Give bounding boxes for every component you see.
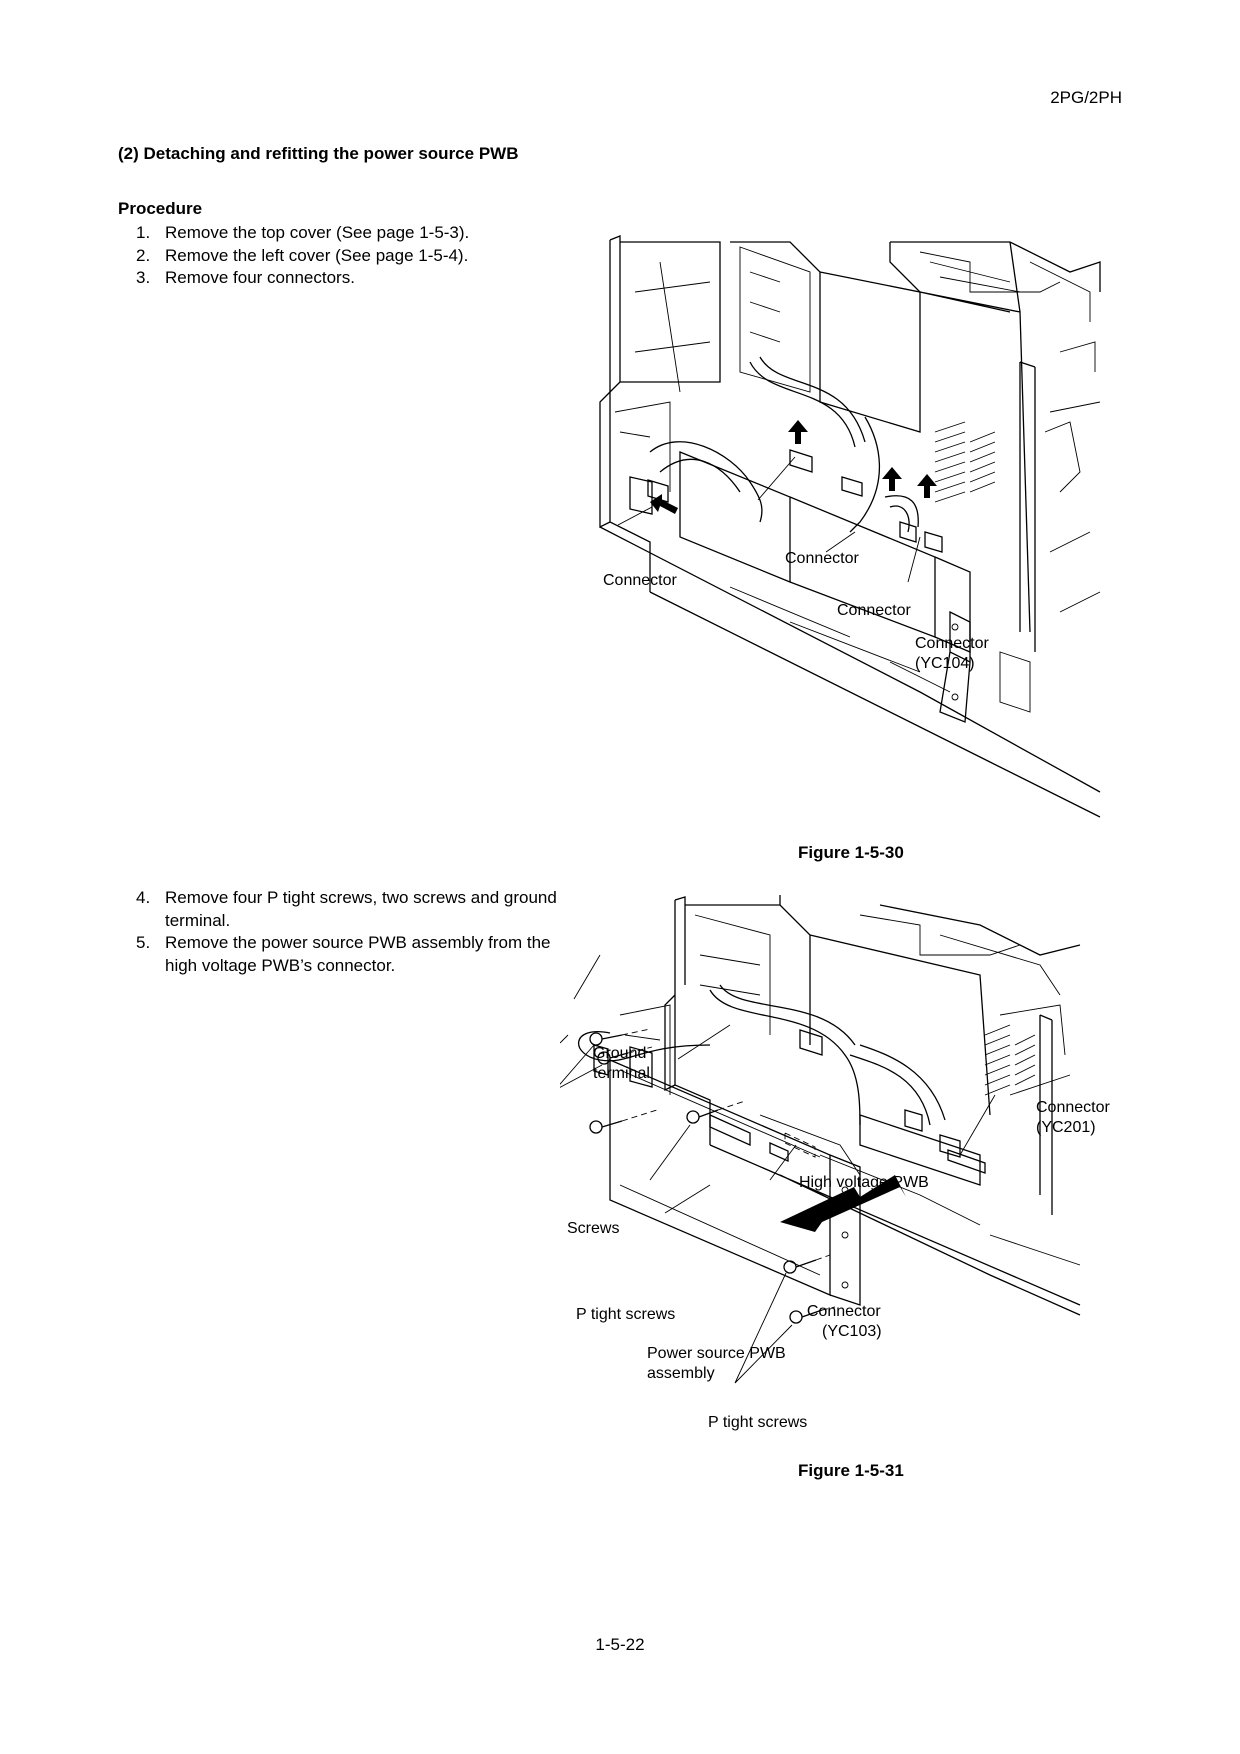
leader-line bbox=[734, 1272, 793, 1384]
step-number: 3. bbox=[136, 268, 151, 287]
connector-yc103-label-line: (YC103) bbox=[822, 1323, 882, 1340]
leader-line bbox=[649, 1124, 691, 1181]
step-text: Remove the top cover (See page 1-5-3). bbox=[165, 223, 470, 242]
connector-yc104-label-line: Connector bbox=[915, 635, 989, 652]
procedure-steps-list-1: 1. Remove the top cover (See page 1-5-3).… bbox=[118, 222, 469, 290]
leader-line bbox=[757, 456, 796, 501]
ground-terminal-label-line: terminal bbox=[593, 1065, 650, 1082]
procedure-step: 3. Remove four connectors. bbox=[118, 267, 469, 290]
power-source-pwb-assembly-label-line: Power source PWB bbox=[647, 1345, 786, 1362]
page-number: 1-5-22 bbox=[595, 1635, 645, 1654]
leader-line bbox=[769, 1144, 797, 1181]
leader-line bbox=[959, 1094, 996, 1156]
p-tight-screws-label: P tight screws bbox=[708, 1414, 808, 1431]
ground-terminal-label: Ground terminal bbox=[593, 1044, 650, 1084]
figure-1-5-30-illustration bbox=[599, 235, 1101, 818]
connector-yc201-label-line: Connector bbox=[1036, 1099, 1110, 1116]
procedure-step: 5. Remove the power source PWB assembly f… bbox=[118, 932, 558, 977]
ground-terminal-label-line: Ground bbox=[593, 1045, 647, 1062]
connector-yc103-label-line: Connector bbox=[806, 1303, 881, 1320]
connector-yc104-label: Connector (YC104) bbox=[915, 634, 989, 674]
connector-label: Connector bbox=[603, 572, 677, 589]
power-source-pwb-assembly-label: Power source PWB assembly bbox=[647, 1344, 786, 1384]
step-number: 5. bbox=[136, 933, 151, 952]
step-text: Remove four P tight screws, two screws a… bbox=[165, 888, 557, 930]
step-text: Remove four connectors. bbox=[165, 268, 355, 287]
leader-line bbox=[907, 536, 921, 583]
leader-line bbox=[560, 1044, 603, 1088]
figure-1-5-31-illustration bbox=[560, 895, 1081, 1384]
procedure-heading: Procedure bbox=[118, 199, 203, 218]
step-number: 2. bbox=[136, 245, 151, 265]
high-voltage-pwb-label: High voltage PWB bbox=[799, 1174, 929, 1191]
connector-yc103-label: Connector (YC103) bbox=[806, 1302, 882, 1342]
leader-line bbox=[677, 1024, 731, 1060]
procedure-step: 4. Remove four P tight screws, two screws… bbox=[118, 887, 558, 932]
leader-line bbox=[664, 1184, 711, 1214]
procedure-step: 2. Remove the left cover (See page 1-5-4)… bbox=[118, 245, 469, 268]
screws-label: Screws bbox=[567, 1220, 620, 1237]
screw-drawings bbox=[589, 1032, 823, 1324]
figure-caption: Figure 1-5-31 bbox=[798, 1461, 904, 1480]
procedure-step: 1. Remove the top cover (See page 1-5-3). bbox=[118, 222, 469, 245]
connector-yc104-label-line: (YC104) bbox=[915, 655, 975, 672]
connector-label: Connector bbox=[785, 550, 859, 567]
printer-frame-drawing bbox=[577, 895, 1081, 1324]
connector-label: Connector bbox=[837, 602, 911, 619]
document-model-code: 2PG/2PH bbox=[1050, 88, 1122, 107]
printer-frame-drawing bbox=[599, 235, 1101, 818]
power-source-pwb-assembly-label-line: assembly bbox=[647, 1365, 715, 1382]
step-number: 4. bbox=[136, 888, 151, 907]
connector-yc201-label-line: (YC201) bbox=[1036, 1119, 1096, 1136]
leader-line bbox=[617, 506, 653, 526]
leader-line bbox=[825, 531, 856, 553]
step-number: 1. bbox=[136, 223, 151, 242]
step-text: Remove the left cover (See page 1-5-4). bbox=[165, 245, 469, 265]
figure-caption: Figure 1-5-30 bbox=[798, 843, 904, 862]
connector-yc201-label: Connector (YC201) bbox=[1036, 1098, 1110, 1138]
section-title: (2) Detaching and refitting the power so… bbox=[118, 144, 519, 163]
step-text: Remove the power source PWB assembly fro… bbox=[165, 933, 551, 975]
p-tight-screws-label: P tight screws bbox=[576, 1306, 676, 1323]
leader-line bbox=[560, 954, 601, 1044]
procedure-steps-list-2: 4. Remove four P tight screws, two screws… bbox=[118, 887, 558, 977]
